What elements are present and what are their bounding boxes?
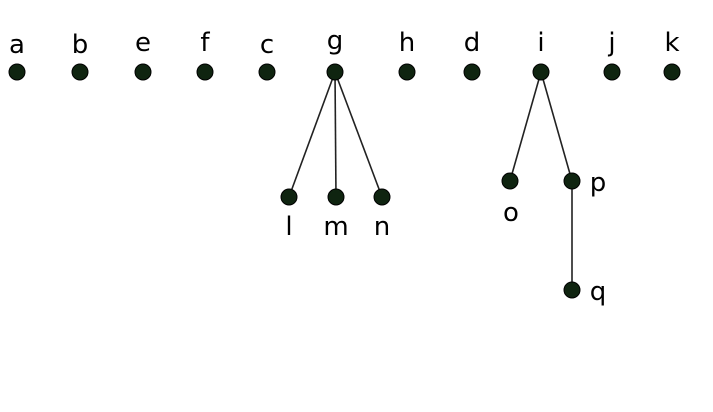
node-label-j: j [607, 28, 615, 58]
node-dot-i [532, 63, 550, 81]
node-n: n [373, 188, 391, 242]
node-dot-f [196, 63, 214, 81]
edge-g-l [288, 71, 336, 198]
node-label-l: l [285, 212, 292, 242]
node-label-p: p [590, 168, 607, 198]
node-b: b [71, 30, 89, 81]
node-q: q [563, 277, 607, 307]
node-dot-m [327, 188, 345, 206]
node-dot-g [326, 63, 344, 81]
edge-g-n [334, 71, 383, 198]
node-dot-l [280, 188, 298, 206]
node-label-k: k [664, 28, 679, 58]
node-e: e [134, 28, 152, 81]
node-dot-j [603, 63, 621, 81]
node-label-a: a [9, 30, 25, 60]
node-k: k [663, 28, 681, 81]
node-label-o: o [503, 198, 519, 228]
node-dot-a [8, 63, 26, 81]
node-label-m: m [323, 212, 348, 242]
edge-g-m [334, 71, 337, 198]
node-label-i: i [537, 28, 544, 58]
node-d: d [463, 28, 481, 81]
node-label-e: e [135, 28, 151, 58]
node-dot-q [563, 281, 581, 299]
node-label-n: n [374, 212, 390, 242]
node-a: a [8, 30, 26, 81]
node-label-d: d [464, 28, 481, 58]
node-dot-c [258, 63, 276, 81]
node-m: m [323, 188, 349, 242]
node-dot-p [563, 172, 581, 190]
node-f: f [196, 28, 214, 81]
node-dot-e [134, 63, 152, 81]
node-o: o [501, 172, 519, 228]
node-i: i [532, 28, 550, 81]
node-c: c [258, 30, 276, 81]
node-label-b: b [72, 30, 89, 60]
node-dot-d [463, 63, 481, 81]
node-label-h: h [399, 28, 415, 58]
edge-i-o [509, 71, 542, 182]
edge-i-p [540, 71, 573, 182]
node-label-f: f [200, 28, 210, 58]
node-dot-h [398, 63, 416, 81]
node-j: j [603, 28, 621, 81]
node-label-g: g [327, 26, 344, 56]
node-dot-o [501, 172, 519, 190]
node-dot-n [373, 188, 391, 206]
node-dot-k [663, 63, 681, 81]
node-label-q: q [590, 277, 607, 307]
node-h: h [398, 28, 416, 81]
node-label-c: c [260, 30, 274, 60]
node-dot-b [71, 63, 89, 81]
node-l: l [280, 188, 298, 242]
node-p: p [563, 168, 607, 198]
edges-layer [288, 71, 573, 290]
node-g: g [326, 26, 344, 81]
